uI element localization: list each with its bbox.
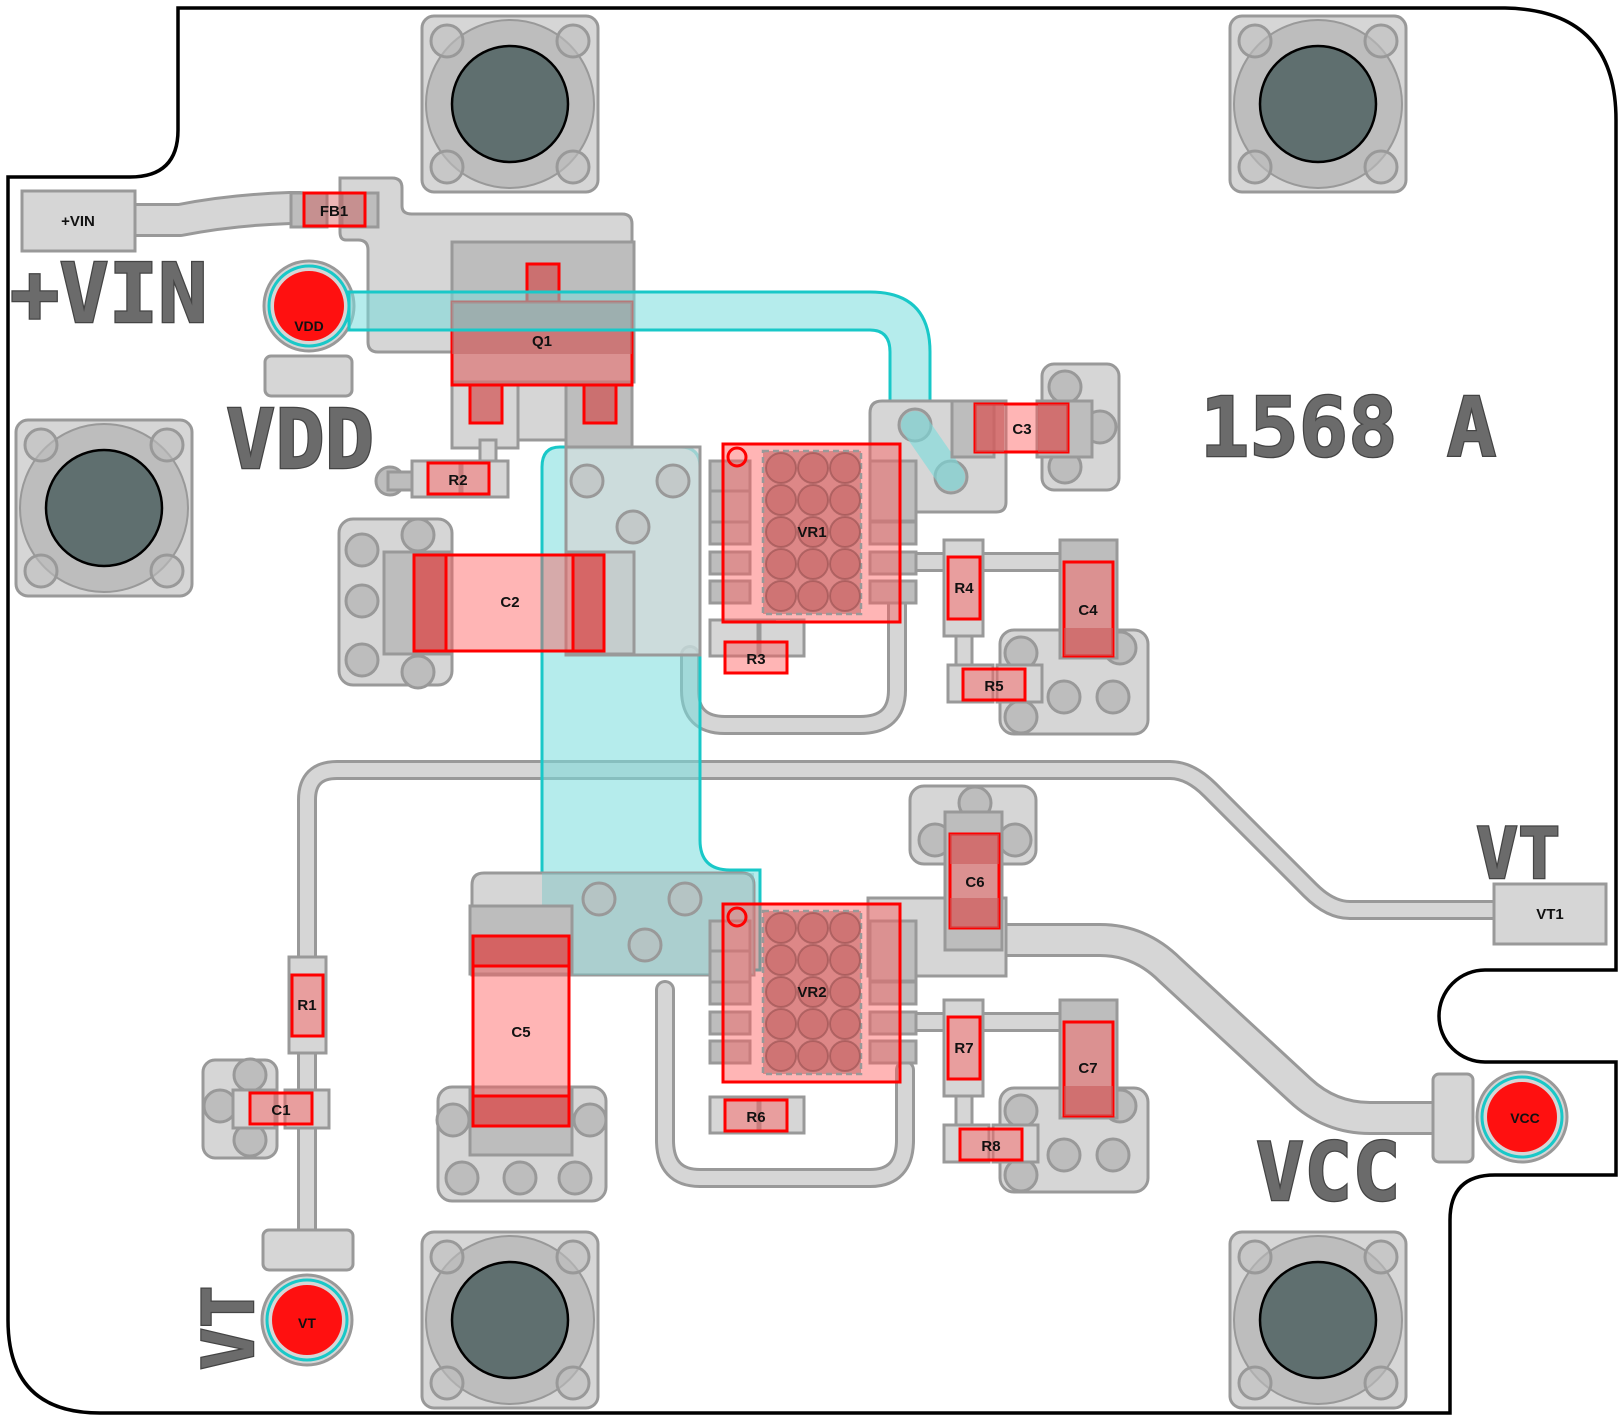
component-c5[interactable]: C5 — [435, 904, 608, 1203]
c4-label: C4 — [1078, 602, 1098, 619]
c6-label: C6 — [965, 874, 984, 891]
vin-pad-label: +VIN — [61, 213, 95, 230]
c1-label: C1 — [271, 1102, 290, 1119]
r6-label: R6 — [746, 1109, 765, 1126]
silk-vin: +VIN — [10, 247, 207, 342]
silk-vdd: VDD — [226, 393, 374, 488]
component-c4[interactable]: C4 — [998, 538, 1150, 736]
mounting-hole-left — [14, 418, 194, 598]
r5-label: R5 — [984, 678, 1003, 695]
mounting-hole-bottom-right — [1228, 1230, 1408, 1410]
vt1-pad-label: VT1 — [1536, 906, 1564, 923]
component-r8[interactable]: R8 — [942, 1123, 1040, 1164]
silk-vt-bottom: VT — [188, 1286, 270, 1370]
vr2-label: VR2 — [797, 984, 826, 1001]
c2-label: C2 — [500, 594, 519, 611]
silk-board-id: 1568 A — [1200, 381, 1496, 476]
test-point-vcc[interactable]: VCC — [1431, 1070, 1569, 1164]
board-outline — [6, 6, 1618, 1415]
pin1-marker-icon — [726, 906, 748, 928]
c3-label: C3 — [1012, 421, 1031, 438]
component-vr1[interactable]: VR1 — [708, 442, 918, 658]
r4-label: R4 — [954, 580, 974, 597]
vdd-tp-label: VDD — [294, 318, 324, 334]
test-point-vdd[interactable]: VDD — [262, 259, 356, 398]
component-c3[interactable]: C3 — [950, 399, 1094, 459]
r2-label: R2 — [448, 472, 467, 489]
c7-label: C7 — [1078, 1060, 1097, 1077]
component-c7[interactable]: C7 — [998, 998, 1150, 1194]
r7-label: R7 — [954, 1040, 973, 1057]
q1-label: Q1 — [532, 333, 552, 350]
component-r7[interactable]: R7 — [942, 998, 985, 1138]
mounting-hole-top-left — [420, 14, 600, 194]
component-fb1[interactable]: FB1 — [289, 191, 380, 229]
component-c2[interactable]: C2 — [337, 517, 636, 690]
component-r2[interactable]: R2 — [374, 438, 510, 499]
component-r5[interactable]: R5 — [946, 663, 1044, 704]
component-c1[interactable]: C1 — [201, 1057, 331, 1160]
c5-label: C5 — [511, 1024, 530, 1041]
component-r1[interactable]: R1 — [287, 955, 328, 1055]
vt-tp-label: VT — [298, 1315, 316, 1331]
component-vr2[interactable]: VR2 — [708, 902, 918, 1135]
vcc-tp-label: VCC — [1510, 1110, 1540, 1126]
silk-vcc: VCC — [1256, 1126, 1401, 1219]
mounting-hole-bottom-left — [420, 1230, 600, 1410]
r1-label: R1 — [297, 997, 316, 1014]
r8-label: R8 — [981, 1138, 1000, 1155]
vr1-label: VR1 — [797, 524, 826, 541]
vt1-connector-pad[interactable]: VT1 — [1492, 882, 1608, 946]
pin1-marker-icon — [726, 446, 748, 468]
silk-vt-right: VT — [1476, 813, 1560, 895]
component-r6[interactable]: R6 — [723, 1098, 789, 1133]
component-r4[interactable]: R4 — [942, 538, 985, 678]
mounting-hole-top-right — [1228, 14, 1408, 194]
r3-label: R3 — [746, 651, 765, 668]
fb1-label: FB1 — [320, 203, 348, 220]
test-point-vt[interactable]: VT — [260, 1228, 355, 1367]
traces — [113, 191, 1510, 1240]
component-r3[interactable]: R3 — [723, 640, 789, 675]
vin-connector-pad[interactable]: +VIN — [20, 189, 137, 253]
